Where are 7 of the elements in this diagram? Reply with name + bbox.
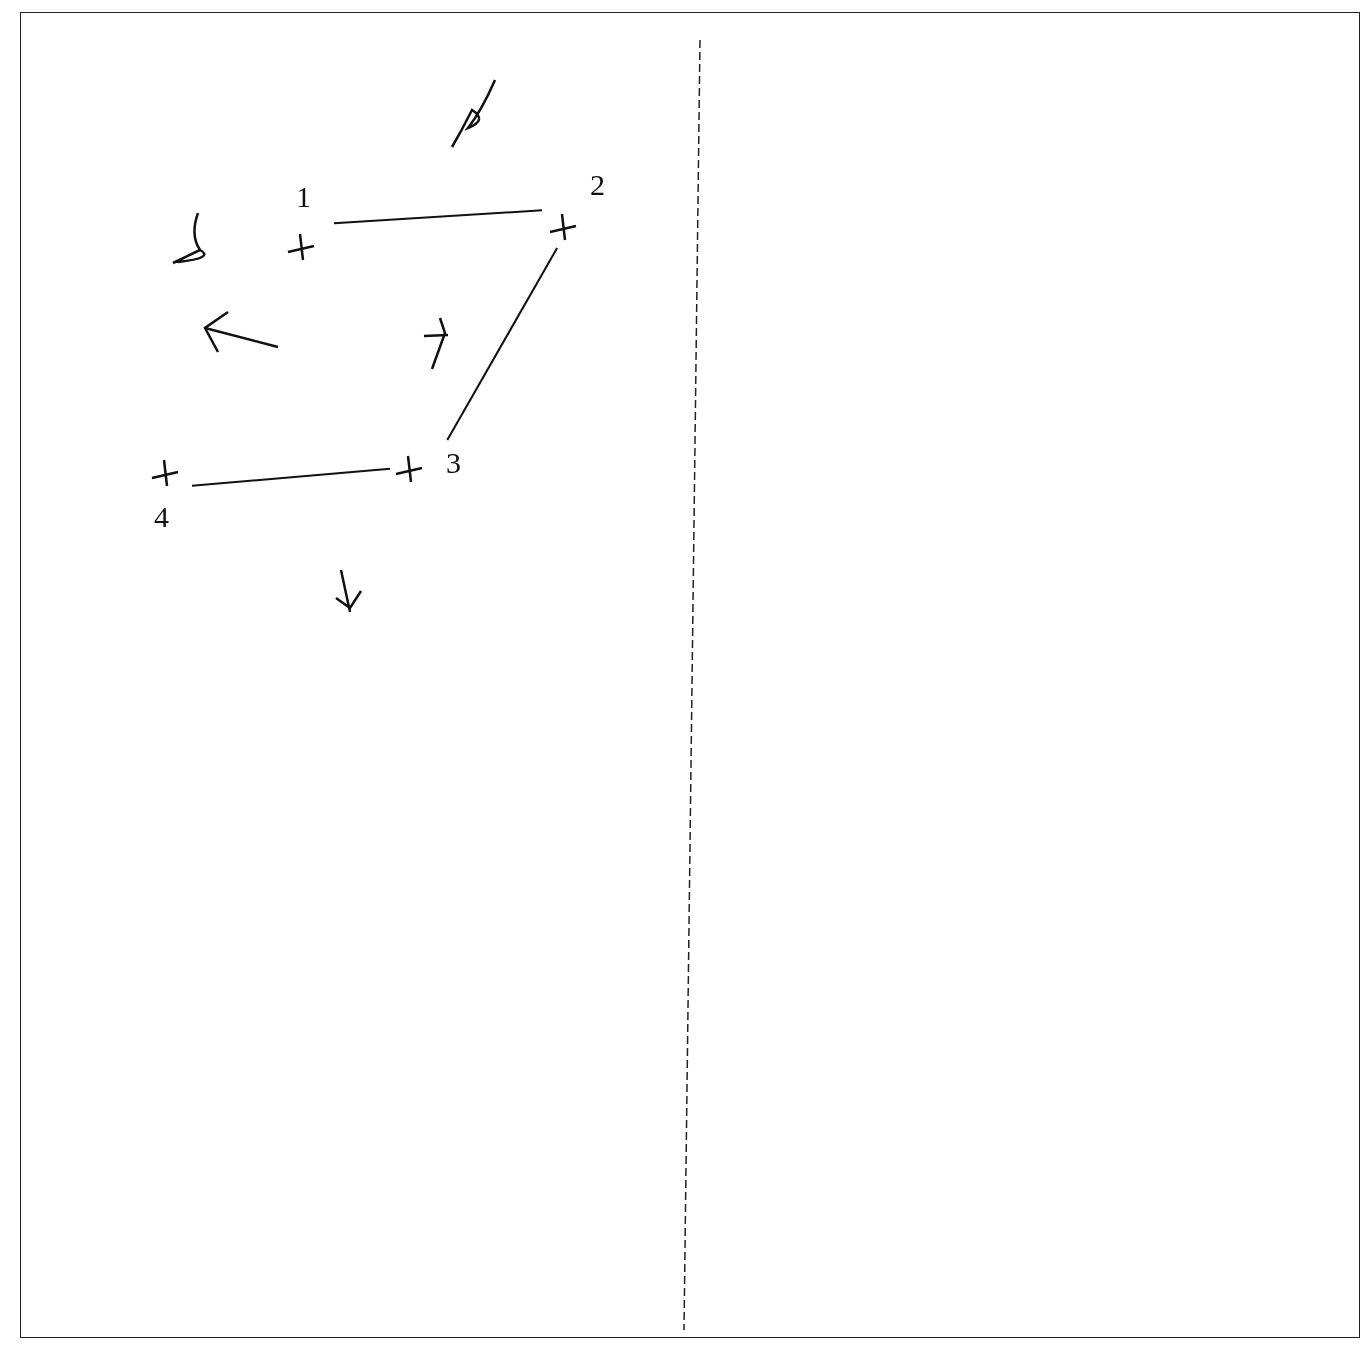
- point-label: 4: [154, 502, 169, 532]
- connector-line: [191, 467, 391, 487]
- connector-line: [333, 209, 543, 225]
- connector-line: [446, 247, 559, 441]
- point-label: 3: [446, 448, 461, 478]
- point-label: 1: [296, 182, 311, 212]
- point-label: 2: [590, 170, 605, 200]
